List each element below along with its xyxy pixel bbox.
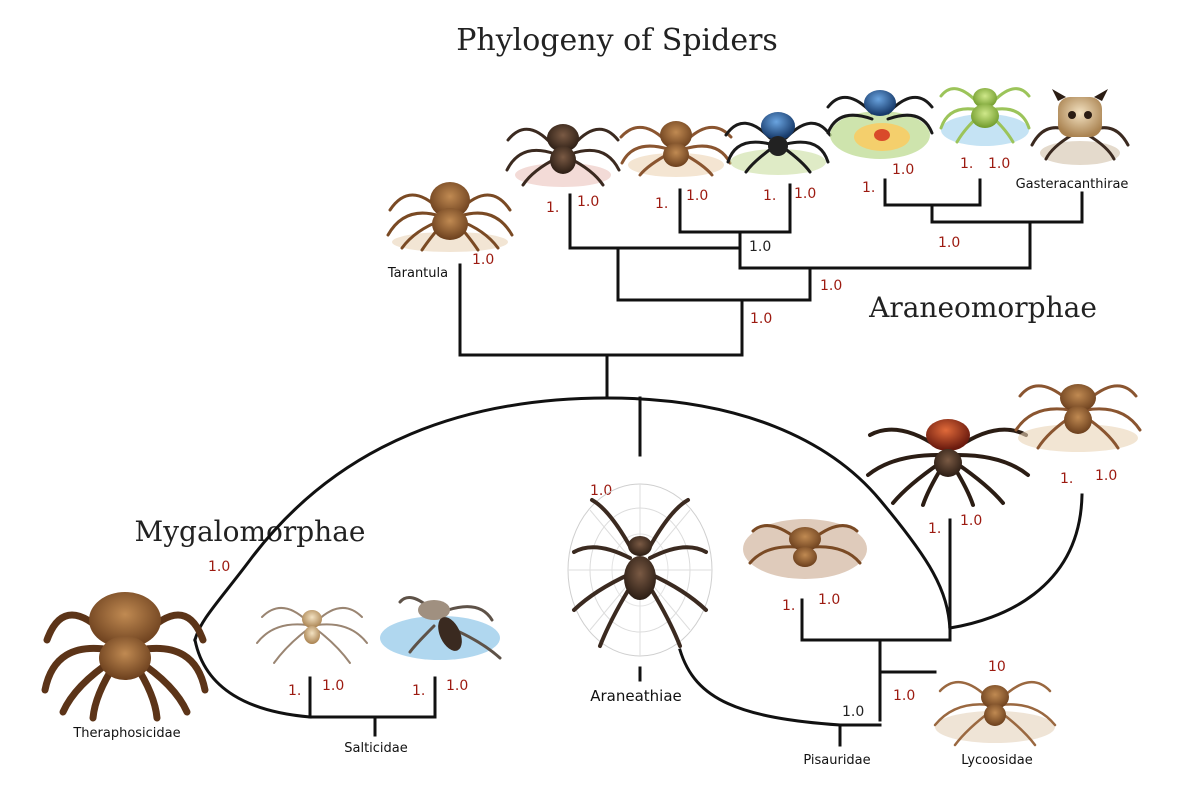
diagram-title: Phylogeny of Spiders: [456, 23, 778, 58]
support-value: 1.: [960, 156, 973, 172]
support-value: 1.0: [960, 513, 982, 529]
support-value: 1.0: [472, 252, 494, 268]
spider-illustration-right-2: [1014, 384, 1142, 452]
spider-illustration-salticidae-2: [380, 596, 502, 660]
branch-mygalo-curve: [193, 638, 312, 719]
tree-branches: [193, 178, 1084, 747]
support-value: 1.0: [577, 194, 599, 210]
branch-araneomorphae-node: [616, 266, 812, 302]
support-value: 1.: [288, 683, 301, 699]
support-value: 1.0: [818, 592, 840, 608]
spider-illustration-right-1: [866, 419, 1030, 507]
taxon-label-pisauridae: Pisauridae: [803, 753, 870, 768]
taxon-label-gasteracanthirae: Gasteracanthirae: [1016, 177, 1129, 192]
spider-illustration-top-3: [724, 112, 832, 175]
support-values: 1.0 1. 1.0 1. 1.0 1. 1.0 1.0 1. 1.0 1. 1…: [208, 156, 1117, 720]
clade-label-araneomorphae: Araneomorphae: [868, 291, 1097, 324]
taxon-label-tarantula: Tarantula: [387, 266, 448, 281]
branch-arch-right: [605, 396, 952, 632]
support-value: 1.0: [938, 235, 960, 251]
support-value: 1.0: [842, 704, 864, 720]
branch-salticidae: [308, 676, 437, 737]
support-value: 1.0: [820, 278, 842, 294]
support-value: 1.0: [749, 239, 771, 255]
spider-illustration-gasteracanthirae: [1030, 89, 1130, 165]
support-value: 1.0: [892, 162, 914, 178]
support-value: 1.0: [590, 483, 612, 499]
spider-illustration-theraphosicidae: [41, 592, 209, 722]
support-value: 1.0: [446, 678, 468, 694]
support-value: 1.0: [686, 188, 708, 204]
support-value: 1.: [928, 521, 941, 537]
support-value: 1.0: [750, 311, 772, 327]
branch-right-pair: [883, 178, 982, 207]
spider-illustration-top-2: [619, 121, 733, 177]
spider-illustration-top-5: [939, 87, 1031, 146]
support-value: 1.0: [322, 678, 344, 694]
branch-arch-left: [193, 396, 609, 642]
support-value: 1.: [763, 188, 776, 204]
taxon-label-salticidae: Salticidae: [344, 741, 408, 756]
support-value: 1.: [782, 598, 795, 614]
spider-illustration-salticidae-1: [256, 607, 368, 664]
support-value: 1.0: [1095, 468, 1117, 484]
support-value: 1.: [862, 180, 875, 196]
support-value: 1.0: [208, 559, 230, 575]
branch-right-inner: [930, 191, 1084, 224]
branch-pisauridae: [678, 648, 842, 747]
spider-illustration-right-3: [743, 519, 867, 579]
spider-illustration-tarantula: [386, 182, 514, 252]
taxon-label-lycoosidae: Lycoosidae: [961, 753, 1032, 768]
clade-label-mygalomorphae: Mygalomorphae: [135, 515, 366, 548]
spider-illustration-lycoosidae: [933, 681, 1057, 747]
support-value: 10: [988, 659, 1006, 675]
branch-mid-pair: [678, 183, 792, 234]
support-value: 1.0: [988, 156, 1010, 172]
taxon-label-araneathiae: Araneathiae: [590, 687, 682, 705]
branch-right-group: [738, 220, 1032, 270]
branch-right-main: [800, 518, 952, 642]
taxon-label-theraphosicidae: Theraphosicidae: [72, 726, 180, 741]
support-value: 1.: [1060, 471, 1073, 487]
support-value: 1.: [412, 683, 425, 699]
spider-illustration-top-1: [505, 124, 621, 187]
support-value: 1.0: [794, 186, 816, 202]
branch-right-high: [948, 493, 1084, 630]
support-value: 1.: [655, 196, 668, 212]
support-value: 1.0: [893, 688, 915, 704]
spider-illustration-araneathiae: [567, 483, 713, 657]
support-value: 1.: [546, 200, 559, 216]
branch-right-low: [878, 641, 937, 722]
spider-illustration-top-4: [826, 90, 934, 159]
